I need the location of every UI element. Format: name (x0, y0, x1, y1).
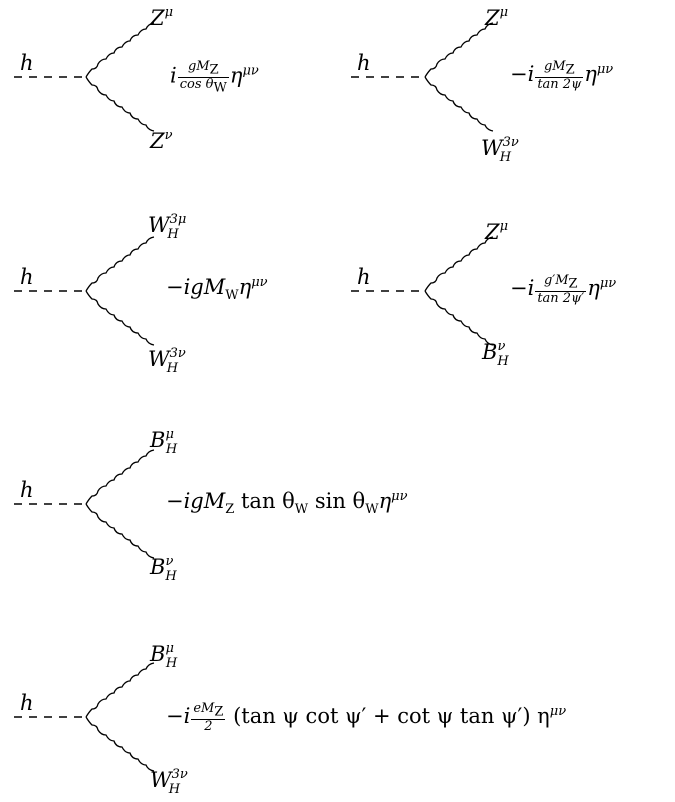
top-boson-label: Zμ (150, 5, 174, 30)
top-boson-label: BμH (150, 641, 178, 671)
scalar-label: h (357, 51, 371, 75)
top-boson-label: Zμ (485, 5, 509, 30)
top-boson-line (85, 22, 155, 78)
vertex-1-lines (14, 22, 155, 132)
bottom-boson-line (424, 290, 494, 346)
vertex-3-lines (14, 236, 155, 346)
top-boson-line (85, 236, 155, 292)
bottom-boson-label: BνH (482, 339, 509, 369)
vertex-6-lines (14, 662, 155, 772)
top-boson-label: Zμ (485, 219, 509, 244)
top-boson-label: W3μH (148, 212, 187, 242)
scalar-label: h (20, 265, 34, 289)
vertex-2-lines (351, 22, 494, 132)
bottom-boson-line (85, 503, 155, 559)
scalar-label: h (357, 265, 371, 289)
scalar-label: h (20, 51, 34, 75)
vertex-5-lines (14, 449, 155, 559)
bottom-boson-label: Zν (150, 128, 173, 153)
top-boson-line (85, 662, 155, 718)
feynman-rule: −igMZ tan θW sin θWημν (166, 489, 408, 518)
bottom-boson-label: W3νH (481, 135, 519, 165)
vertex-4-lines (351, 236, 494, 346)
bottom-boson-line (424, 76, 494, 132)
bottom-boson-label: BνH (150, 554, 177, 584)
bottom-boson-label: W3νH (150, 767, 188, 797)
bottom-boson-line (85, 716, 155, 772)
top-boson-line (424, 236, 494, 292)
top-boson-line (424, 22, 494, 78)
feynman-rule: −igMWημν (166, 275, 268, 304)
top-boson-label: BμH (150, 427, 178, 457)
bottom-boson-line (85, 290, 155, 346)
scalar-label: h (20, 478, 34, 502)
bottom-boson-line (85, 76, 155, 132)
top-boson-line (85, 449, 155, 505)
bottom-boson-label: W3νH (148, 346, 186, 376)
scalar-label: h (20, 691, 34, 715)
